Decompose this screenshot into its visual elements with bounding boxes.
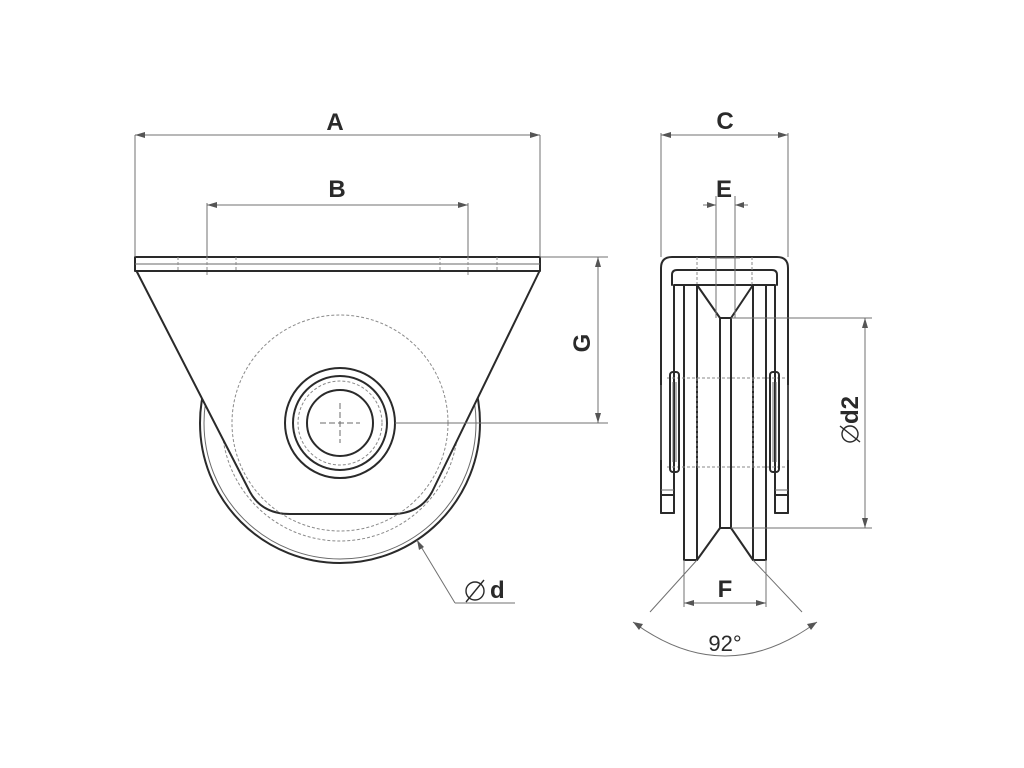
bracket-body	[135, 269, 541, 515]
dimension-g: G	[395, 256, 608, 424]
dimension-d: d	[416, 539, 515, 604]
side-bracket-outer	[660, 256, 789, 514]
diameter-icon	[839, 425, 861, 443]
bearing-mid	[292, 375, 388, 471]
bearing-inner	[306, 389, 374, 457]
dimension-e: E	[703, 176, 748, 318]
v-groove	[696, 284, 721, 561]
dimension-c: C	[660, 108, 789, 257]
dimension-a-label: A	[326, 109, 343, 136]
side-wheel-left	[683, 284, 698, 561]
diameter-icon	[465, 579, 485, 603]
front-view	[134, 256, 541, 564]
dimension-f-label: F	[718, 576, 733, 603]
dimension-e-label: E	[716, 176, 732, 203]
dimension-f: F	[683, 560, 767, 607]
side-view	[660, 256, 789, 561]
dimension-angle-label: 92°	[708, 631, 741, 656]
dimension-c-label: C	[716, 108, 733, 135]
dimension-b-label: B	[328, 176, 345, 203]
dimension-d2-label: d2	[837, 396, 864, 424]
side-wheel-right	[752, 284, 767, 561]
dimension-a: A	[134, 109, 541, 257]
dimension-d2: d2	[731, 317, 872, 529]
dimension-angle: 92°	[632, 559, 818, 657]
dimension-b: B	[206, 176, 469, 257]
dimension-g-label: G	[569, 334, 596, 353]
dimension-d-label: d	[490, 577, 505, 604]
